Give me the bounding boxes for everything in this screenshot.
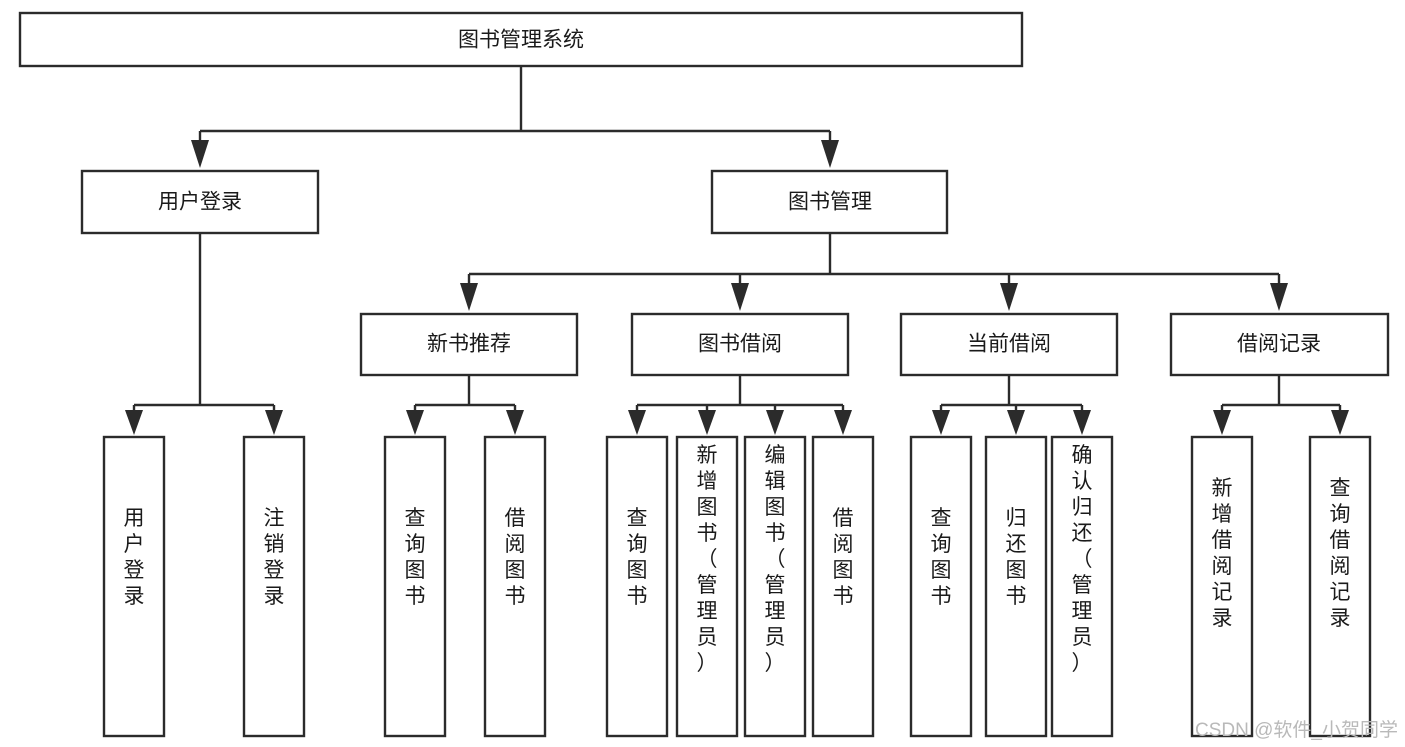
connectors-borrow-record-to-leaves [1213,375,1349,435]
node-book-manage-label: 图书管理 [788,191,872,214]
node-leaf-query-record-box[interactable] [1308,435,1372,738]
connectors-current-borrow-to-leaves [932,375,1091,435]
connectors-new-book-recommend-to-leaves [406,375,524,435]
node-leaf-user-logout-box[interactable] [242,435,306,738]
node-leaf-user-login-label: 用户登录 [124,507,145,608]
node-leaf-edit-book-box[interactable] [743,435,807,738]
node-leaf-query-record[interactable]: 查询借阅记录 [1308,435,1372,738]
node-root-label: 图书管理系统 [458,29,584,52]
node-new-book-recommend[interactable]: 新书推荐 [359,312,579,377]
node-user-login[interactable]: 用户登录 [80,169,320,235]
node-new-book-recommend-label: 新书推荐 [427,333,511,356]
node-leaf-borrow-book-b-label: 借阅图书 [833,507,854,608]
node-book-borrow-label: 图书借阅 [698,333,782,356]
node-leaf-query-book-b-label: 查询图书 [627,507,648,608]
node-leaf-edit-book[interactable]: 编辑图书（管理员） [743,435,807,738]
node-borrow-record-label: 借阅记录 [1237,333,1321,356]
arrowhead-borrow-record [1270,283,1288,311]
node-leaf-borrow-book-a-box[interactable] [483,435,547,738]
node-leaf-query-book-c-label: 查询图书 [931,507,952,608]
node-leaf-user-logout-label: 注销登录 [264,507,285,608]
node-leaf-query-book-a[interactable]: 查询图书 [383,435,447,738]
watermark-label: CSDN @软件_小贺同学 [1195,719,1398,741]
node-user-login-box[interactable] [80,169,320,235]
node-user-login-label: 用户登录 [158,191,242,214]
node-leaf-add-book-box[interactable] [675,435,739,738]
node-borrow-record[interactable]: 借阅记录 [1169,312,1390,377]
node-leaf-return-book[interactable]: 归还图书 [984,435,1048,738]
connectors-book-manage-to-level3 [460,233,1288,311]
node-leaf-return-book-label: 归还图书 [1006,507,1027,608]
node-root[interactable]: 图书管理系统 [18,11,1024,68]
node-leaf-add-book[interactable]: 新增图书（管理员） [675,435,739,738]
node-leaf-edit-book-label: 编辑图书（管理员） [765,444,786,675]
arrowhead-new-book-recommend [460,283,478,311]
node-leaf-user-logout[interactable]: 注销登录 [242,435,306,738]
node-leaf-borrow-book-a[interactable]: 借阅图书 [483,435,547,738]
arrowhead-leaf-user-logout [265,410,283,435]
arrowhead-book-borrow [731,283,749,311]
node-leaf-add-record[interactable]: 新增借阅记录 [1190,435,1254,738]
node-book-manage-box[interactable] [710,169,949,235]
node-current-borrow-label: 当前借阅 [967,333,1051,356]
node-current-borrow-box[interactable] [899,312,1119,377]
connectors-book-borrow-to-leaves [628,375,852,435]
connectors-root-to-level2 [191,66,839,168]
node-leaf-query-book-a-box[interactable] [383,435,447,738]
node-leaf-query-record-label: 查询借阅记录 [1330,477,1351,630]
node-leaf-confirm-return-box[interactable] [1050,435,1114,738]
node-leaf-add-record-label: 新增借阅记录 [1212,477,1233,630]
node-book-borrow-box[interactable] [630,312,850,377]
node-leaf-confirm-return-label: 确认归还（管理员） [1072,444,1093,675]
node-current-borrow[interactable]: 当前借阅 [899,312,1119,377]
arrowhead-leaf-query-book-c [932,410,950,435]
arrowhead-leaf-borrow-book-a [506,410,524,435]
arrowhead-leaf-query-book-b [628,410,646,435]
node-leaf-query-book-a-label: 查询图书 [405,507,426,608]
node-leaf-query-book-c-box[interactable] [909,435,973,738]
node-leaf-confirm-return[interactable]: 确认归还（管理员） [1050,435,1114,738]
node-leaf-user-login[interactable]: 用户登录 [102,435,166,738]
node-leaf-borrow-book-a-label: 借阅图书 [505,507,526,608]
node-leaf-query-book-b[interactable]: 查询图书 [605,435,669,738]
node-leaf-query-book-c[interactable]: 查询图书 [909,435,973,738]
arrowhead-leaf-query-book-a [406,410,424,435]
node-root-box[interactable] [18,11,1024,68]
arrowhead-leaf-user-login [125,410,143,435]
arrowhead-leaf-edit-book [766,410,784,435]
node-leaf-query-book-b-box[interactable] [605,435,669,738]
node-book-manage[interactable]: 图书管理 [710,169,949,235]
arrowhead-current-borrow [1000,283,1018,311]
node-leaf-user-login-box[interactable] [102,435,166,738]
arrowhead-leaf-confirm-return [1073,410,1091,435]
arrowhead-leaf-query-record [1331,410,1349,435]
connectors-user-login-to-leaves [125,233,283,435]
arrowhead-book-manage [821,140,839,168]
arrowhead-leaf-borrow-book-b [834,410,852,435]
arrowhead-leaf-add-record [1213,410,1231,435]
arrowhead-user-login [191,140,209,168]
arrowhead-leaf-return-book [1007,410,1025,435]
node-leaf-return-book-box[interactable] [984,435,1048,738]
node-book-borrow[interactable]: 图书借阅 [630,312,850,377]
arrowhead-leaf-add-book [698,410,716,435]
node-new-book-recommend-box[interactable] [359,312,579,377]
node-leaf-borrow-book-b[interactable]: 借阅图书 [811,435,875,738]
node-leaf-add-record-box[interactable] [1190,435,1254,738]
node-borrow-record-box[interactable] [1169,312,1390,377]
node-leaf-borrow-book-b-box[interactable] [811,435,875,738]
node-leaf-add-book-label: 新增图书（管理员） [697,444,718,675]
